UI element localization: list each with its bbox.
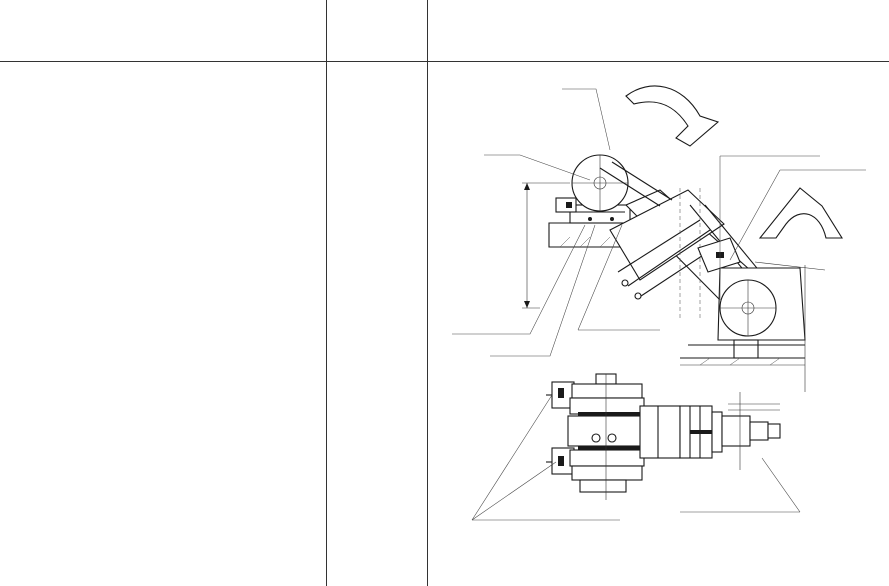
- upper-chute-part: [625, 85, 720, 147]
- plan-tail-end: [721, 392, 781, 470]
- leader-lines: [452, 88, 866, 357]
- tail-pulley: [717, 267, 806, 359]
- right-chute-part: [758, 187, 843, 239]
- side-elevation-view: [452, 85, 866, 392]
- column-divider-2: [427, 0, 428, 586]
- column-divider-1: [326, 0, 327, 586]
- plan-leader-lines: [471, 394, 801, 521]
- right-base-slab: [680, 261, 826, 392]
- plan-motors: [546, 381, 575, 475]
- plan-view: [471, 373, 801, 521]
- header-divider: [0, 61, 889, 62]
- height-dimension: [522, 182, 570, 309]
- plan-belt-body: [639, 405, 723, 459]
- head-pulley: [571, 154, 629, 212]
- plan-pulley-stack: [567, 373, 649, 500]
